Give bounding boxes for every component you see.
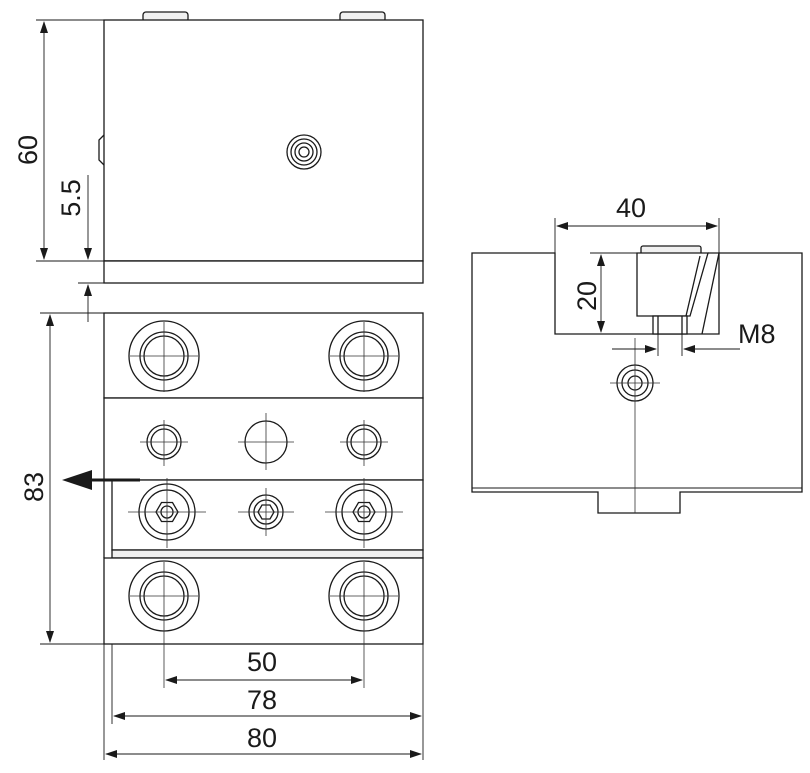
dim-5-5: 5.5 <box>56 175 104 322</box>
dim-m8-label: M8 <box>738 319 776 349</box>
hex-screw-icon <box>128 478 206 548</box>
dim-50-label: 50 <box>247 647 277 677</box>
counterbore-hole-icon <box>128 560 200 688</box>
dim-40-label: 40 <box>616 193 646 223</box>
counterbore-hole-icon <box>128 320 200 392</box>
dim-20-label: 20 <box>572 281 602 311</box>
dim-40: 40 <box>554 193 720 253</box>
counterbore-hole-icon <box>328 320 400 392</box>
threaded-hole-icon <box>286 134 322 170</box>
front-bottom-section <box>103 557 424 645</box>
dim-78: 78 <box>111 644 424 760</box>
dim-m8: M8 <box>612 319 776 356</box>
dim-60: 60 <box>13 19 104 262</box>
front-view <box>62 312 424 688</box>
dim-50: 50 <box>165 647 363 684</box>
through-hole-icon <box>340 420 388 466</box>
dim-80: 80 <box>103 644 422 760</box>
front-top-section <box>103 312 424 399</box>
direction-arrow-icon <box>62 470 140 490</box>
top-view <box>98 11 424 284</box>
side-view <box>471 245 803 514</box>
through-hole-icon <box>140 420 188 466</box>
counterbore-hole-icon <box>328 560 400 688</box>
side-lip <box>98 134 105 166</box>
front-slider-section <box>111 479 424 551</box>
top-view-body <box>103 19 424 262</box>
top-view-base <box>103 260 424 284</box>
dim-20: 20 <box>572 252 653 335</box>
hex-screw-icon <box>325 478 403 548</box>
dim-83-label: 83 <box>19 472 49 502</box>
front-middle-section <box>103 397 424 481</box>
dim-5-5-label: 5.5 <box>56 179 86 217</box>
dim-78-label: 78 <box>247 685 277 715</box>
threaded-hole-icon <box>610 338 660 513</box>
dim-60-label: 60 <box>13 135 43 165</box>
front-step <box>111 549 424 559</box>
through-hole-icon <box>238 413 294 470</box>
dim-83: 83 <box>19 312 104 645</box>
dim-80-label: 80 <box>247 723 277 753</box>
hex-screw-icon <box>238 488 294 536</box>
slider-block <box>636 245 720 335</box>
